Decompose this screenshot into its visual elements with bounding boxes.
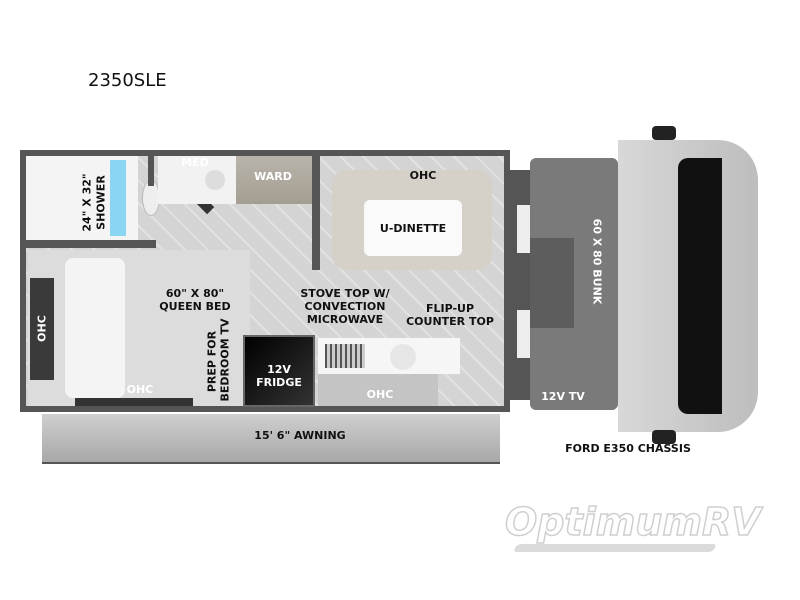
dinette-label: U-DINETTE [379, 222, 447, 235]
sink [205, 170, 225, 190]
stove-top [325, 344, 365, 368]
tv-prep-label-2: BEDROOM TV [218, 318, 232, 402]
overhead-cabinet-bed [75, 398, 193, 406]
mirror-top [652, 126, 676, 140]
dinette-table [364, 200, 462, 256]
kitchen-sink [390, 344, 416, 370]
ward-wall [312, 150, 320, 270]
bath-wall [148, 156, 154, 186]
shower-label: SHOWER [94, 175, 108, 230]
fridge-label-1: 12V [267, 363, 291, 376]
watermark-text: OptimumRV [504, 499, 761, 545]
stove-label-2: CONVECTION [304, 300, 386, 313]
ohc-bed-label: OHC [126, 383, 154, 396]
cab-tv-label: 12V TV [541, 390, 585, 403]
windshield [678, 158, 722, 414]
med-label: MED [181, 156, 209, 169]
stove-label-3: MICROWAVE [306, 313, 384, 326]
shower-door [110, 160, 126, 236]
kitchen-cabinet [318, 374, 438, 406]
awning-label: 15' 6" AWNING [254, 429, 346, 442]
fridge-label-2: FRIDGE [256, 376, 302, 389]
shower-size-label: 24" X 32" [80, 173, 94, 232]
tv-prep-label-1: PREP FOR [205, 330, 219, 393]
bed-size-label: 60" X 80" [165, 287, 225, 300]
chassis-label: FORD E350 CHASSIS [565, 442, 691, 455]
ohc-kitchen-label: OHC [366, 388, 394, 401]
stove-label-1: STOVE TOP W/ [300, 287, 390, 300]
flip-label-1: FLIP-UP [425, 302, 475, 315]
shower-wall [26, 240, 156, 248]
mirror-bottom [652, 430, 676, 444]
flip-label-2: COUNTER TOP [406, 315, 494, 328]
awning [42, 414, 500, 464]
wardrobe [236, 156, 312, 204]
watermark-swoosh [512, 544, 718, 552]
ohc-left-label: OHC [35, 315, 49, 342]
ward-label: WARD [254, 170, 292, 183]
bunk-label: 60 X 80 BUNK [590, 218, 604, 305]
model-title: 2350SLE [88, 70, 167, 91]
bed-label: QUEEN BED [159, 300, 231, 313]
bunk-notch [530, 238, 574, 328]
ohc-dinette-label: OHC [409, 169, 437, 182]
fridge [243, 335, 315, 407]
overhead-cabinet-left [30, 278, 54, 380]
pillows [65, 258, 125, 398]
watermark-logo: OptimumRV [504, 499, 765, 560]
